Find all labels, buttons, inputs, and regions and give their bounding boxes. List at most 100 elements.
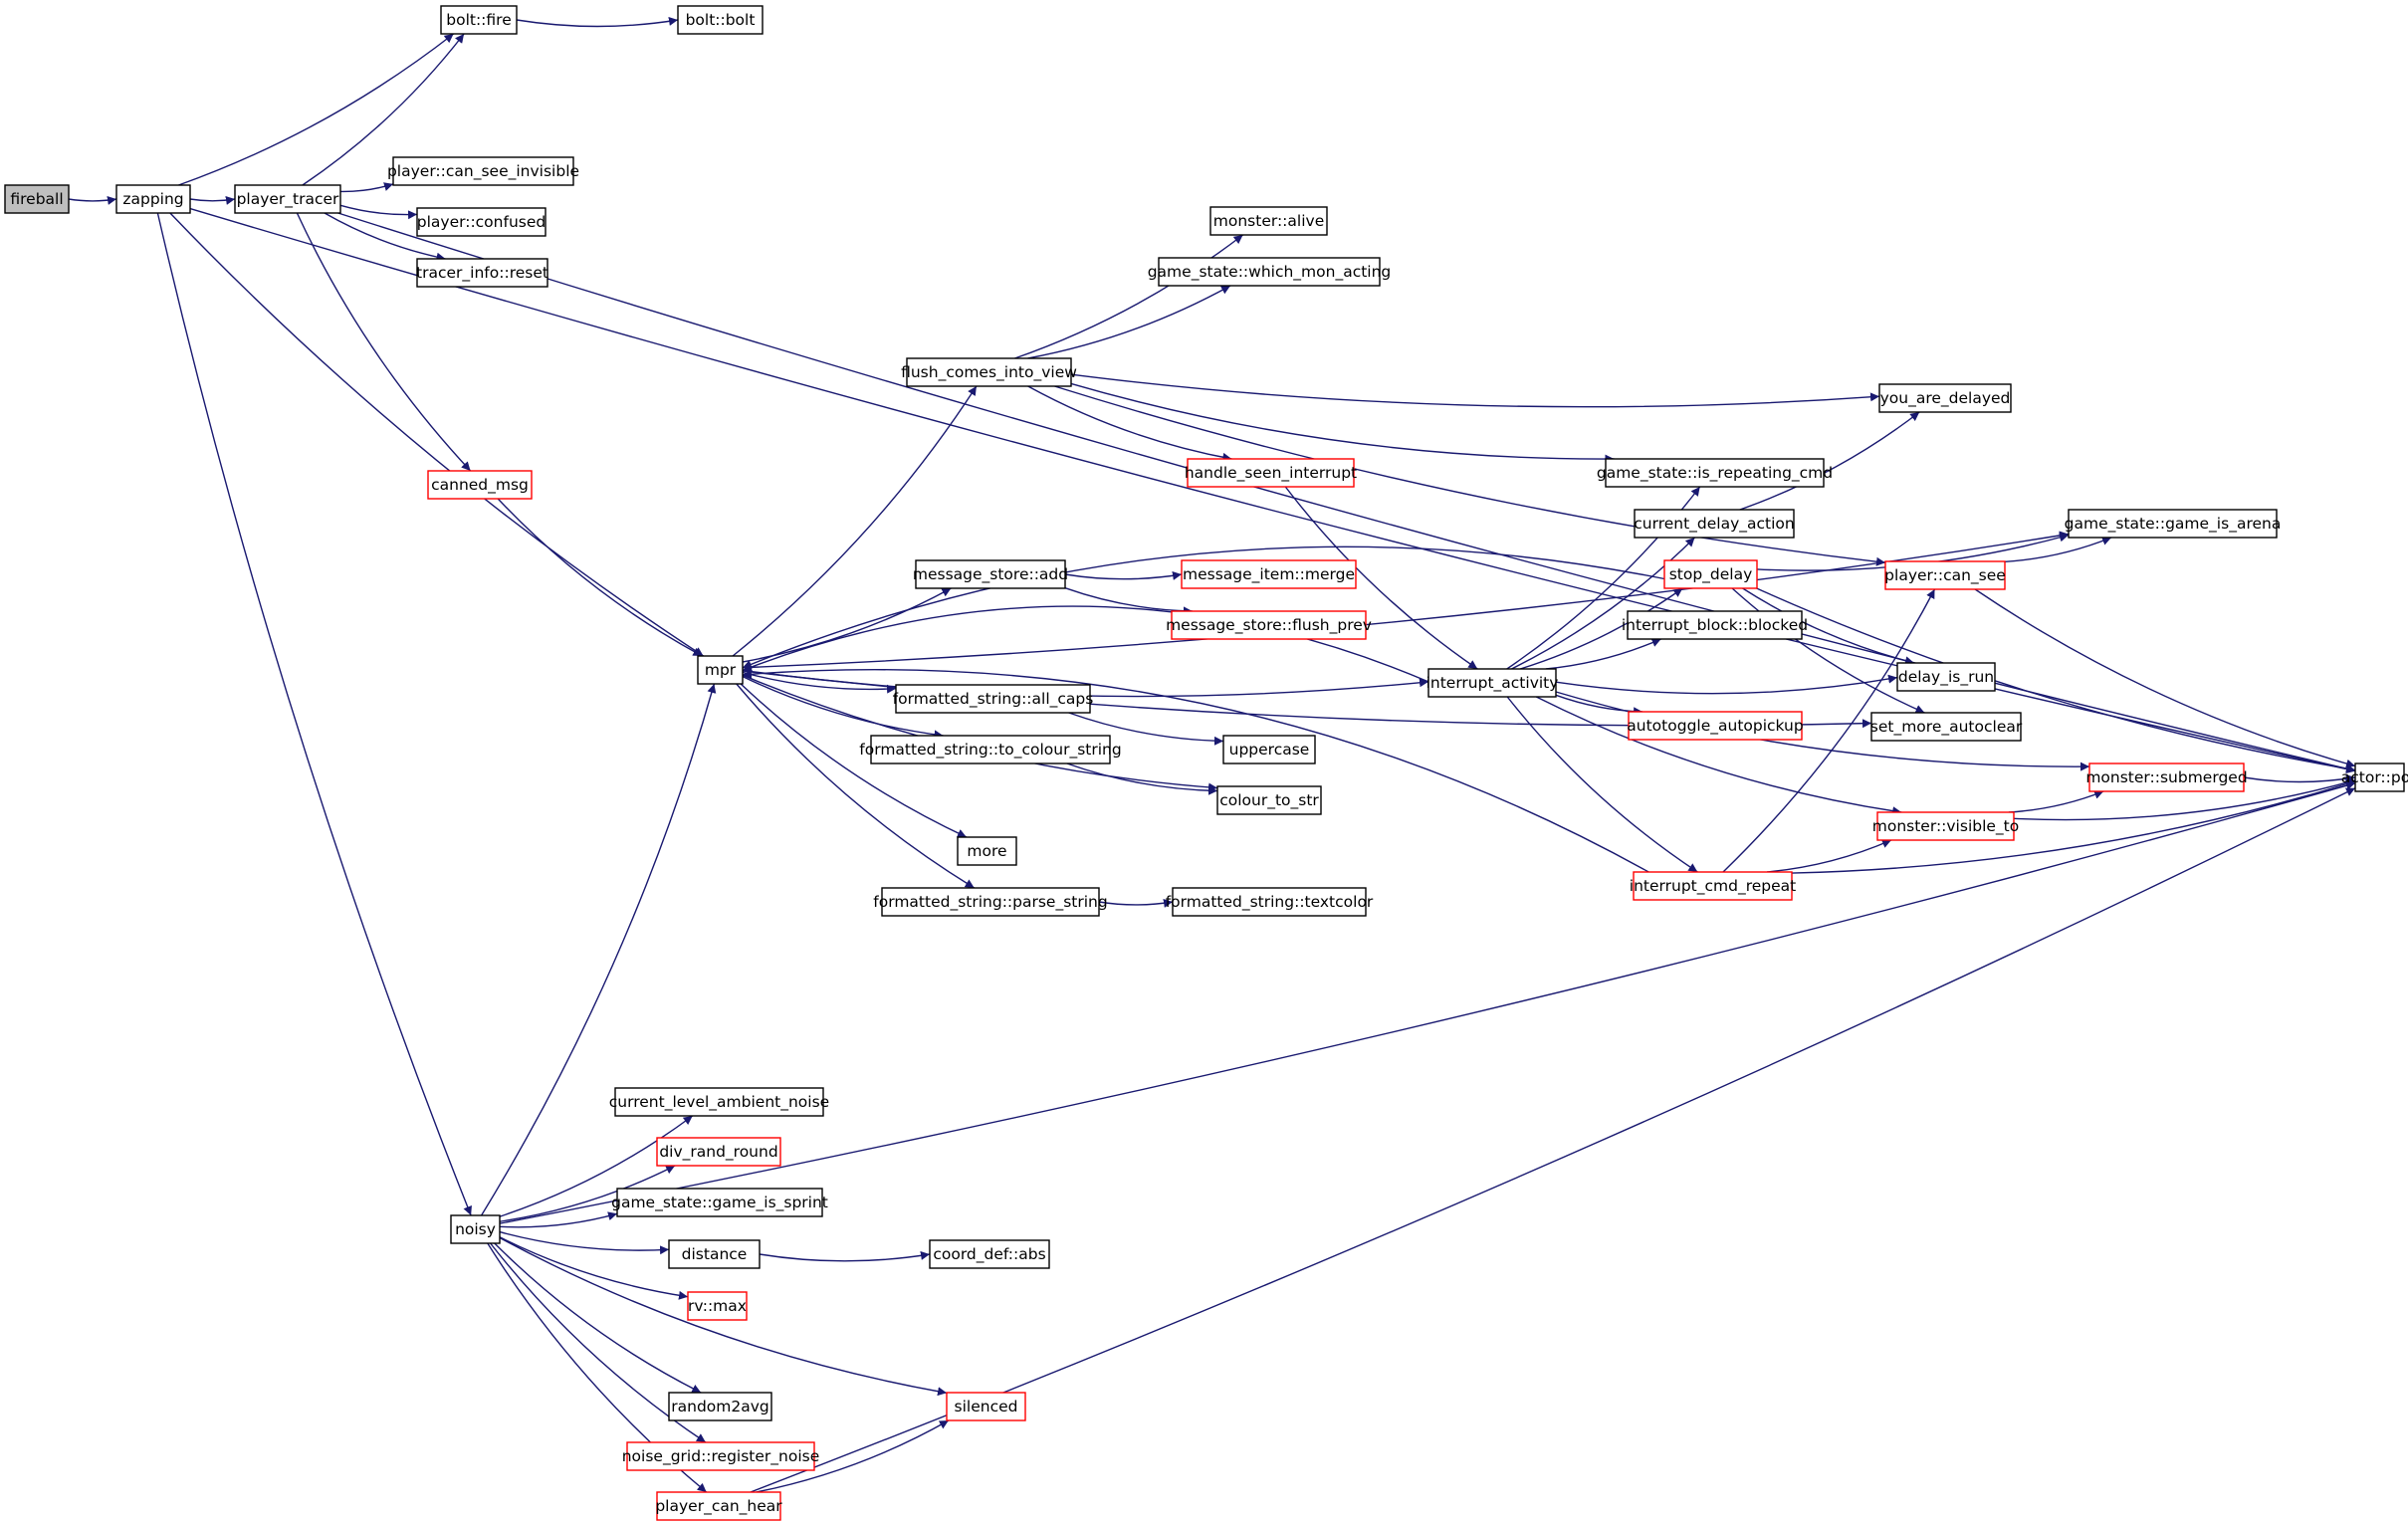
node-box: [1605, 458, 1825, 488]
node-label: interrupt_block::blocked: [1622, 616, 1808, 635]
node-box: [626, 1441, 815, 1471]
node-set-more-autoclear[interactable]: set_more_autoclear: [1870, 712, 2023, 742]
node-flush-comes[interactable]: flush_comes_into_view: [901, 357, 1077, 387]
edge-fireball-to-zapping: [68, 195, 117, 205]
node-game-is-arena[interactable]: game_state::game_is_arena: [2065, 509, 2282, 539]
edge-to_colour_string-to-colour_to_str: [1066, 762, 1218, 795]
node-msgstore-add[interactable]: message_store::add: [913, 559, 1068, 589]
node-bolt-fire[interactable]: bolt::fire: [440, 5, 518, 35]
node-random2avg[interactable]: random2avg: [668, 1392, 772, 1421]
edge-mpr-to-flush_comes: [732, 385, 978, 657]
node-box: [1209, 206, 1328, 236]
edge-parse_string-to-textcolor: [1098, 898, 1174, 908]
node-label: bolt::fire: [446, 11, 511, 29]
edge-player_tracer-to-canned_msg: [296, 212, 472, 472]
node-to-colour-string[interactable]: formatted_string::to_colour_string: [859, 735, 1122, 764]
node-player-can-see[interactable]: player::can_see: [1884, 560, 2006, 590]
node-label: rv::max: [688, 1297, 747, 1315]
node-label: game_state::is_repeating_cmd: [1597, 464, 1833, 483]
node-label: current_level_ambient_noise: [609, 1093, 829, 1112]
edge-noisy-to-distance: [499, 1230, 670, 1255]
node-box: [656, 1491, 781, 1521]
node-which-mon-acting[interactable]: game_state::which_mon_acting: [1148, 257, 1392, 287]
edge-noisy-to-rv_max: [499, 1236, 689, 1300]
node-label: delay_is_run: [1898, 668, 1994, 687]
node-noisy[interactable]: noisy: [450, 1214, 501, 1244]
node-silenced[interactable]: silenced: [946, 1392, 1026, 1421]
node-interrupt-blocked[interactable]: interrupt_block::blocked: [1622, 610, 1808, 640]
node-submerged[interactable]: monster::submerged: [2085, 762, 2248, 792]
node-interrupt-activity[interactable]: interrupt_activity: [1426, 668, 1559, 698]
edge-msgstore_add-to-msgitem_merge: [1064, 570, 1183, 580]
node-box: [915, 559, 1066, 589]
node-more[interactable]: more: [957, 836, 1017, 866]
node-tracer-reset[interactable]: tracer_info::reset: [416, 258, 548, 288]
node-distance[interactable]: distance: [668, 1239, 761, 1269]
node-canned-msg[interactable]: canned_msg: [427, 470, 533, 500]
node-current-delay-action[interactable]: current_delay_action: [1634, 509, 1795, 539]
node-label: actor::pos: [2341, 768, 2408, 786]
node-handle-seen[interactable]: handle_seen_interrupt: [1185, 458, 1357, 488]
node-uppercase[interactable]: uppercase: [1222, 735, 1316, 764]
node-player-tracer[interactable]: player_tracer: [234, 184, 341, 214]
node-box: [1878, 383, 2012, 413]
node-visible-to[interactable]: monster::visible_to: [1872, 811, 2020, 841]
node-box: [416, 258, 548, 288]
edge-noisy-to-div_rand_round: [499, 1165, 676, 1222]
node-colour-to-str[interactable]: colour_to_str: [1216, 785, 1322, 815]
node-coord-abs[interactable]: coord_def::abs: [929, 1239, 1050, 1269]
node-box: [392, 156, 574, 186]
node-box: [906, 357, 1072, 387]
node-box: [895, 684, 1091, 714]
node-rv-max[interactable]: rv::max: [687, 1291, 748, 1321]
node-player-confused[interactable]: player::confused: [416, 207, 547, 237]
node-box: [957, 836, 1017, 866]
node-box: [1884, 560, 2006, 590]
node-game-is-sprint[interactable]: game_state::game_is_sprint: [611, 1188, 828, 1217]
edge-interrupt_activity-to-visible_to: [1535, 696, 1902, 816]
node-all-caps[interactable]: formatted_string::all_caps: [893, 684, 1094, 714]
node-box: [4, 184, 70, 214]
edge-zapping-to-noisy: [156, 212, 472, 1216]
edge-canned_msg-to-mpr: [497, 498, 703, 657]
node-box: [668, 1392, 772, 1421]
node-interrupt-cmd-repeat[interactable]: interrupt_cmd_repeat: [1630, 871, 1796, 901]
node-delay-is-run[interactable]: delay_is_run: [1896, 662, 1996, 692]
node-actor-pos[interactable]: actor::pos: [2341, 762, 2408, 792]
node-is-repeating-cmd[interactable]: game_state::is_repeating_cmd: [1597, 458, 1833, 488]
node-box: [2354, 762, 2405, 792]
edge-interrupt_cmd_repeat-to-visible_to: [1767, 839, 1892, 873]
edge-mpr-to-more: [740, 683, 968, 838]
edge-noisy-to-silenced: [499, 1236, 948, 1397]
node-player-can-hear[interactable]: player_can_hear: [655, 1491, 782, 1521]
node-stop-delay[interactable]: stop_delay: [1663, 559, 1758, 589]
node-autotoggle[interactable]: autotoggle_autopickup: [1627, 711, 1804, 741]
node-register-noise[interactable]: noise_grid::register_noise: [622, 1441, 820, 1471]
node-bolt-bolt[interactable]: bolt::bolt: [677, 5, 764, 35]
node-monster-alive[interactable]: monster::alive: [1209, 206, 1328, 236]
node-can-see-invisible[interactable]: player::can_see_invisible: [387, 156, 579, 186]
node-you-are-delayed[interactable]: you_are_delayed: [1878, 383, 2012, 413]
node-box: [416, 207, 547, 237]
node-textcolor[interactable]: formatted_string::textcolor: [1166, 887, 1374, 917]
node-box: [440, 5, 518, 35]
node-div-rand-round[interactable]: div_rand_round: [656, 1137, 781, 1167]
edge-noisy-to-game_is_sprint: [499, 1211, 618, 1228]
node-fireball[interactable]: fireball: [4, 184, 70, 214]
node-label: canned_msg: [431, 476, 529, 495]
node-label: you_are_delayed: [1880, 389, 2011, 408]
node-ambient-noise[interactable]: current_level_ambient_noise: [609, 1087, 829, 1117]
node-flush-prev[interactable]: message_store::flush_prev: [1166, 610, 1372, 640]
edge-mpr-to-parse_string: [736, 683, 976, 889]
node-label: more: [967, 842, 1006, 860]
node-parse-string[interactable]: formatted_string::parse_string: [873, 887, 1108, 917]
node-zapping[interactable]: zapping: [115, 184, 191, 214]
node-msgitem-merge[interactable]: message_item::merge: [1181, 559, 1357, 589]
edge-visible_to-to-actor_pos: [2013, 777, 2356, 821]
edge-layer: [68, 16, 2356, 1493]
edge-stop_delay-to-actor_pos: [1756, 587, 2356, 773]
node-label: noise_grid::register_noise: [622, 1447, 820, 1466]
edge-player_tracer-to-bolt_fire: [302, 33, 465, 186]
node-mpr[interactable]: mpr: [697, 655, 744, 685]
edge-current_delay_action-to-you_are_delayed: [1739, 411, 1920, 511]
